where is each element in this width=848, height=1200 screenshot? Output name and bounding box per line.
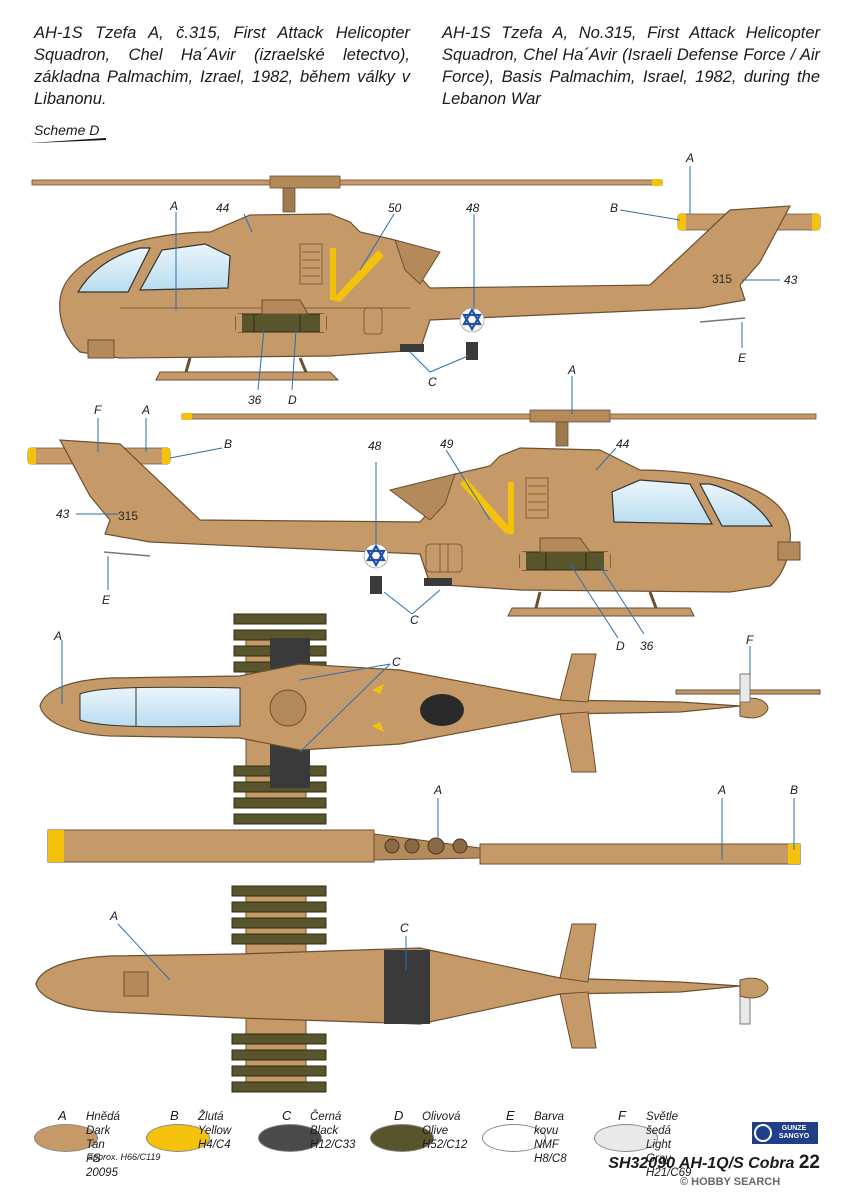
main-rotor-blade [31,179,663,186]
legend-line3: H12/C33 [310,1139,356,1151]
callout-A: A [685,151,694,165]
callout-48: 48 [466,201,480,215]
legend-swatch [146,1124,210,1152]
caption-english: AH-1S Tzefa A, No.315, First Attack Heli… [442,24,820,108]
canopy-left [76,247,151,293]
legend-line3: H21/C69 [646,1167,692,1179]
legend-line2: Black [310,1125,339,1137]
legend-line2: Dark Tan [86,1125,111,1151]
caption-czech: AH-1S Tzefa A, č.315, First Attack Helic… [34,24,410,108]
callout-B: B [224,437,232,451]
legend-line1: Černá [310,1111,342,1123]
rocket-pods-right [519,537,611,571]
legend-swatch [482,1124,546,1152]
legend-line3: H52/C12 [422,1139,468,1151]
callout-44: 44 [216,201,230,215]
callout-C: C [410,613,419,627]
legend-line1: Světle šedá [646,1111,678,1137]
legend-line2: Light Gray [646,1139,671,1165]
legend-letter: A [58,1108,67,1123]
callout-B: B [610,201,618,215]
callout-D: D [616,639,625,653]
right-side-view: 315 F A B [27,363,817,653]
legend-letter: B [170,1108,179,1123]
callout-D: D [288,393,297,407]
callout-F: F [746,633,754,647]
legend-swatch [34,1124,98,1152]
legend-letter: F [618,1108,626,1123]
main-rotor-blade [181,413,817,420]
legend-letter: E [506,1108,515,1123]
legend-line3: FS 20095 [86,1153,118,1179]
callout-36: 36 [640,639,654,653]
callout-49: 49 [440,437,454,451]
legend-swatch [594,1124,658,1152]
legend-line1: Barva kovu [534,1111,565,1137]
legend-line3: H4/C4 [198,1139,231,1151]
callout-A: A [433,783,442,797]
legend-line2: Yellow [198,1125,232,1137]
callout-F: F [94,403,102,417]
watermark: © HOBBY SEARCH [680,1176,781,1188]
logo-ring-icon [754,1124,772,1142]
callout-A: A [109,909,118,923]
legend-line3: H8/C8 [534,1153,567,1165]
legend-line2: NMF [534,1139,559,1151]
footer-title: SH32090 AH-1Q/S Cobra 22 [608,1152,820,1173]
legend-letter: D [394,1108,404,1123]
scheme-underline [30,138,106,143]
callout-B: B [790,783,798,797]
legend-swatch [258,1124,322,1152]
scheme-label: Scheme D [34,122,100,138]
rocket-pods-left [235,299,327,333]
serial-right: 315 [118,509,138,523]
callout-E: E [102,593,111,607]
legend-line1: Hnědá [86,1111,120,1123]
bottom-view: A C [35,885,769,1093]
callout-E: E [738,351,747,365]
left-side-view: 315 [31,151,821,407]
legend-line2: Olive [422,1125,449,1137]
legend-letter: C [282,1108,292,1123]
callout-A: A [717,783,726,797]
legend-swatch [370,1124,434,1152]
callout-43: 43 [784,273,798,287]
top-view: A C F [39,613,821,825]
legend-line1: Olivová [422,1111,461,1123]
callout-C: C [428,375,437,389]
callout-48: 48 [368,439,382,453]
callout-A: A [169,199,178,213]
callout-A: A [141,403,150,417]
serial-left: 315 [712,272,732,286]
callout-A: A [567,363,576,377]
callout-C: C [392,655,401,669]
rotor-top-view: A A B [47,783,801,865]
callout-36: 36 [248,393,262,407]
legend-line1: Žlutá [198,1111,224,1123]
callout-44: 44 [616,437,630,451]
callout-43: 43 [56,507,70,521]
approx-note: approx. H66/C119 [88,1152,161,1162]
callout-A: A [53,629,62,643]
callout-C: C [400,921,409,935]
callout-50: 50 [388,201,402,215]
